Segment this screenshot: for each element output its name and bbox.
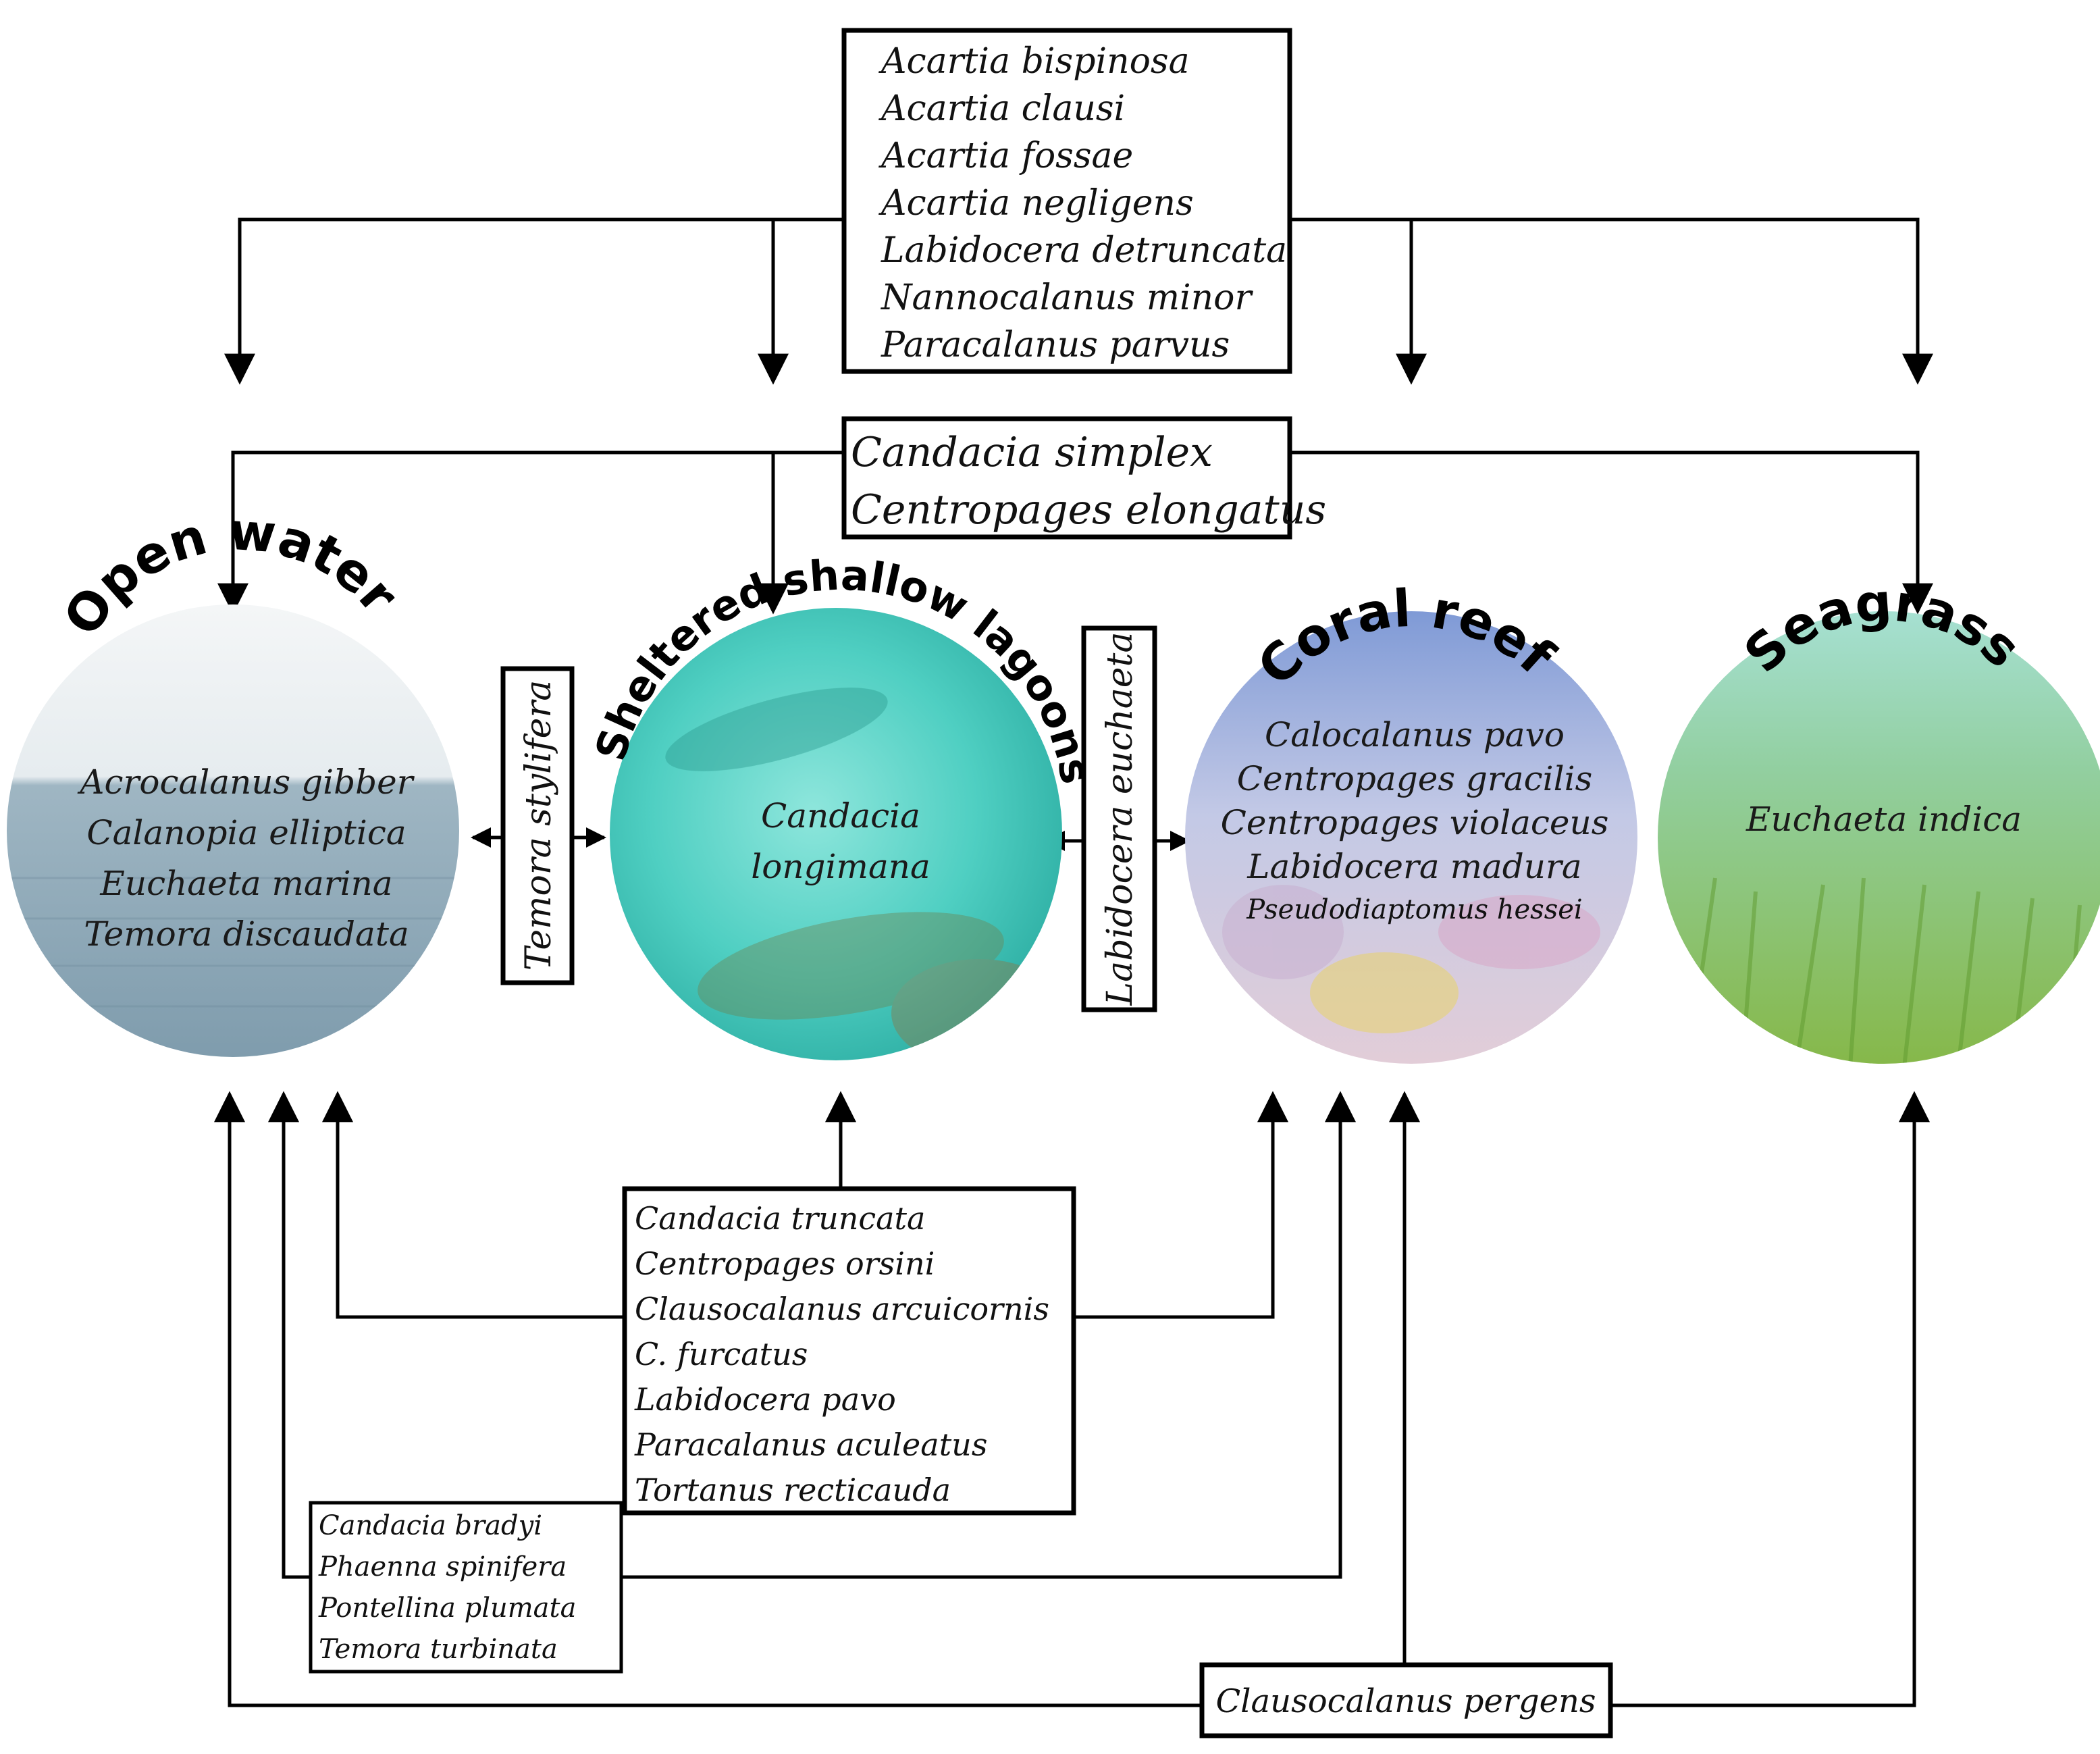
box-olr-species-3: Clausocalanus arcuicornis <box>635 1291 1049 1327</box>
box-olr-species-4: C. furcatus <box>635 1336 808 1372</box>
coral-reef-species-4: Labidocera madura <box>1246 847 1581 886</box>
box-or-species-2: Phaenna spinifera <box>318 1551 567 1582</box>
connectors-bottom <box>214 1091 1930 1707</box>
box-all-species-1: Acartia bispinosa <box>878 41 1190 82</box>
coral-reef-species-1: Calocalanus pavo <box>1265 715 1565 754</box>
box-ors-species: Clausocalanus pergens <box>1215 1682 1596 1720</box>
open-water-species-1: Acrocalanus gibber <box>77 763 415 802</box>
box-all-species-2: Acartia clausi <box>878 88 1125 129</box>
box-all-species-7: Paracalanus parvus <box>881 325 1230 365</box>
seagrass-species-1: Euchaeta indica <box>1745 800 2022 839</box>
habitat-lagoons: Sheltered shallow lagoons Candacia longi… <box>585 550 1101 1060</box>
box-olr-species-6: Paracalanus aculeatus <box>634 1426 987 1463</box>
open-water-species-2: Calanopia elliptica <box>86 813 406 852</box>
box-or-species-1: Candacia bradyi <box>319 1510 542 1541</box>
box-lagoon-reef: Labidocera euchaeta <box>1081 625 1157 1012</box>
box-all-habitats: Acartia bispinosa Acartia clausi Acartia… <box>841 28 1292 374</box>
box-open-lagoon-species: Temora stylifera <box>519 680 559 971</box>
open-water-species-3: Euchaeta marina <box>99 864 392 903</box>
lagoons-species-2: longimana <box>751 847 930 886</box>
habitat-seagrass: Seagrass Euchaeta indica <box>1658 571 2100 1064</box>
box-all-species-3: Acartia fossae <box>878 136 1133 176</box>
box-open-reef: Candacia bradyi Phaenna spinifera Pontel… <box>309 1501 623 1674</box>
coral-reef-species-5: Pseudodiaptomus hessei <box>1246 894 1582 925</box>
connectors-second <box>217 450 1933 615</box>
box-olr-species-5: Labidocera pavo <box>634 1381 896 1418</box>
box-open-reef-seagrass: Clausocalanus pergens <box>1199 1662 1613 1738</box>
box-all-species-4: Acartia negligens <box>878 183 1194 224</box>
box-open-lagoon-reef: Candacia truncata Centropages orsini Cla… <box>622 1186 1076 1516</box>
box-olr-species-7: Tortanus recticauda <box>635 1472 951 1508</box>
box-or-species-3: Pontellina plumata <box>318 1593 576 1624</box>
box-three-species-1: Candacia simplex <box>851 429 1213 476</box>
lagoons-species-1: Candacia <box>761 796 920 835</box>
connectors-top <box>224 217 1933 385</box>
coral-reef-species-2: Centropages gracilis <box>1237 759 1592 798</box>
box-or-species-4: Temora turbinata <box>319 1634 558 1665</box>
box-three-species-2: Centropages elongatus <box>851 486 1326 534</box>
box-all-species-6: Nannocalanus minor <box>880 278 1253 318</box>
habitat-open-water: Open water Acrocalanus gibber Calanopia … <box>7 501 459 1057</box>
box-olr-species-1: Candacia truncata <box>635 1200 925 1237</box>
box-lagoon-reef-species: Labidocera euchaeta <box>1100 632 1140 1006</box>
open-water-species-4: Temora discaudata <box>84 914 409 954</box>
box-three-habitats: Candacia simplex Centropages elongatus <box>841 416 1326 540</box>
box-open-lagoon: Temora stylifera <box>500 666 575 985</box>
coral-reef-species-3: Centropages violaceus <box>1221 803 1609 842</box>
habitat-coral-reef: Coral reef Calocalanus pavo Centropages … <box>1185 578 1637 1064</box>
box-olr-species-2: Centropages orsini <box>635 1245 935 1282</box>
box-all-species-5: Labidocera detruncata <box>881 230 1287 271</box>
